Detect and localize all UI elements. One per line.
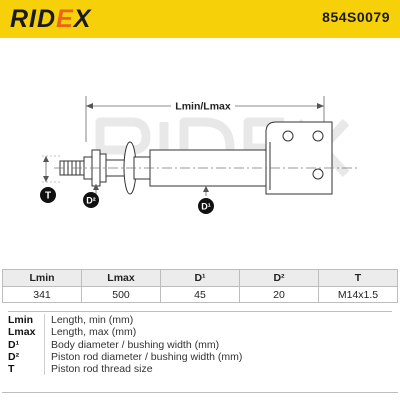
svg-text:T: T [45, 191, 51, 202]
legend-desc: Piston rod thread size [51, 363, 153, 376]
svg-text:D¹: D¹ [201, 202, 211, 212]
value-lmin: 341 [2, 286, 82, 303]
value-lmax: 500 [81, 286, 161, 303]
specs-header-row: Lmin Lmax D¹ D² T [2, 269, 398, 287]
legend-item: Lmax Length, max (mm) [8, 326, 392, 339]
marker-d1: D¹ [198, 198, 214, 214]
legend-key: T [8, 363, 45, 376]
header-lmax: Lmax [81, 269, 161, 287]
legend-desc: Length, max (mm) [51, 326, 137, 339]
legend-desc: Piston rod diameter / bushing width (mm) [51, 350, 243, 363]
marker-d2: D² [83, 192, 99, 208]
specs-value-row: 341 500 45 20 M14x1.5 [2, 286, 398, 303]
legend-key: D¹ [8, 338, 45, 351]
header-d2: D² [239, 269, 319, 287]
header-lmin: Lmin [2, 269, 82, 287]
legend-desc: Body diameter / bushing width (mm) [51, 338, 220, 351]
bracket-hole-top [282, 130, 294, 142]
length-dimension: Lmin/Lmax [85, 96, 325, 142]
value-t: M14x1.5 [318, 286, 398, 303]
legend-item: T Piston rod thread size [8, 363, 392, 376]
legend-key: Lmin [8, 314, 45, 327]
legend-key: Lmax [8, 326, 45, 339]
specs-table: Lmin Lmax D¹ D² T 341 500 45 20 M14x1.5 [2, 269, 398, 303]
marker-t: T [40, 187, 56, 203]
bottom-divider [2, 392, 398, 393]
legend-item: D² Piston rod diameter / bushing width (… [8, 350, 392, 364]
value-d1: 45 [160, 286, 240, 303]
shock-absorber-diagram: Lmin/Lmax [40, 96, 360, 214]
legend-item: Lmin Length, min (mm) [8, 314, 392, 327]
legend-desc: Length, min (mm) [51, 314, 134, 326]
legend-item: D¹ Body diameter / bushing width (mm) [8, 338, 392, 351]
part-number: 854S0079 [322, 9, 390, 25]
brand-logo: RIDEX [10, 5, 92, 33]
svg-text:D²: D² [86, 196, 96, 206]
legend-key: D² [8, 350, 45, 364]
header-t: T [318, 269, 398, 287]
header-bar: RIDEX 854S0079 [0, 0, 400, 38]
bracket-hole-bottom [312, 168, 324, 180]
body-diameter-dimension [203, 186, 209, 196]
value-d2: 20 [239, 286, 319, 303]
legend: Lmin Length, min (mm) Lmax Length, max (… [8, 311, 392, 376]
header-d1: D¹ [160, 269, 240, 287]
length-label: Lmin/Lmax [175, 101, 231, 113]
thread-dimension [42, 155, 60, 183]
bracket-hole-right [312, 130, 324, 142]
